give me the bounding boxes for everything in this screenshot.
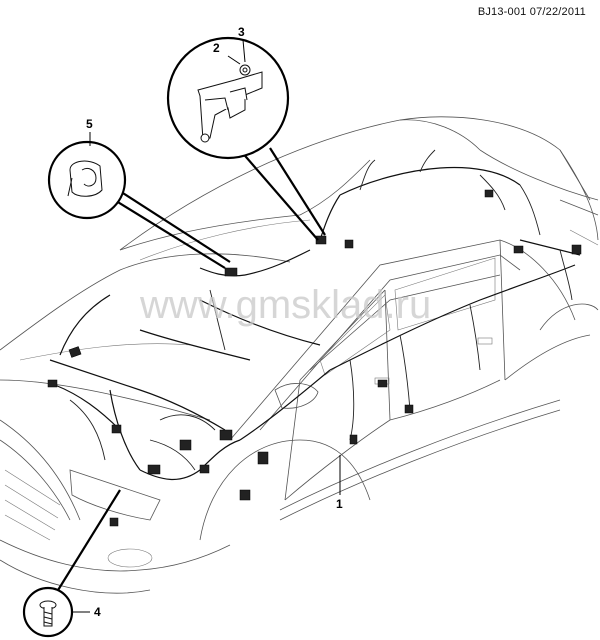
watermark-text: www.gmsklad.ru <box>139 283 431 327</box>
harness-bracket-icon <box>197 71 263 143</box>
car-body-outline <box>0 116 599 594</box>
wiring-harness <box>49 149 581 481</box>
callout-3: 3 <box>238 25 245 39</box>
harness-connectors <box>47 189 582 527</box>
callout-4: 4 <box>94 605 101 619</box>
nut-icon <box>239 64 251 76</box>
callout-1: 1 <box>336 497 343 511</box>
detail-bolt-group <box>22 489 121 638</box>
detail-grommet-group <box>47 132 231 269</box>
document-reference: BJ13-001 07/22/2011 <box>477 6 586 18</box>
callout-2: 2 <box>213 41 220 55</box>
callout-5: 5 <box>86 117 93 131</box>
detail-bracket-group <box>166 36 326 241</box>
bolt-icon <box>39 600 57 627</box>
grommet-clip-icon <box>67 160 103 197</box>
